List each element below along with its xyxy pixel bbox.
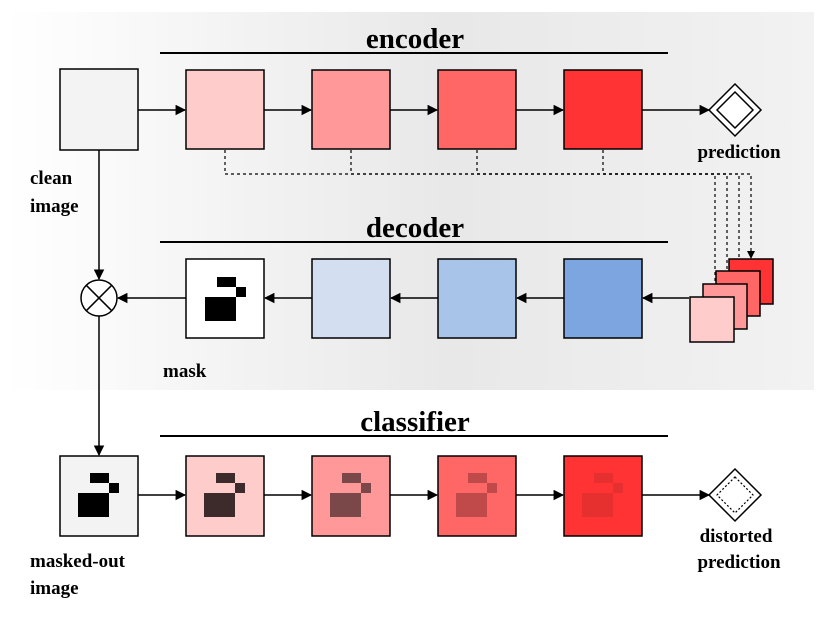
clean-image-block <box>59 68 139 151</box>
encoder-block-1 <box>185 69 265 150</box>
decoder-block-1 <box>563 258 643 339</box>
classifier-block-1 <box>185 455 265 537</box>
classifier-title: classifier <box>360 406 470 438</box>
decoder-block-2 <box>437 258 517 339</box>
double-diamond-icon <box>707 82 763 138</box>
clean-image-label-line1: clean <box>30 168 73 189</box>
clean-image-label-line2: image <box>30 196 79 217</box>
shaded-region <box>6 12 814 390</box>
encoder-block-4 <box>563 69 643 150</box>
circle-times-icon <box>80 279 118 317</box>
classifier-block-4 <box>563 455 643 537</box>
classifier-block-2 <box>311 455 391 537</box>
masked-out-image-block <box>59 455 139 537</box>
decoder-block-3 <box>311 258 391 339</box>
distorted-prediction-label-line1: distorted <box>700 526 773 547</box>
encoder-title: encoder <box>366 23 464 55</box>
masked-out-label-line1: masked-out <box>30 551 126 572</box>
feature-stack <box>689 258 774 343</box>
encoder-block-3 <box>437 69 517 150</box>
classifier-block-3 <box>437 455 517 537</box>
decoder-title: decoder <box>366 212 464 244</box>
mask-label: mask <box>163 361 207 382</box>
masked-out-label-line2: image <box>30 578 79 599</box>
encoder-block-2 <box>311 69 391 150</box>
prediction-label: prediction <box>697 142 780 163</box>
distorted-prediction-label-line2: prediction <box>697 552 780 573</box>
dotted-diamond-icon <box>707 467 763 523</box>
mask-block <box>185 258 265 339</box>
skip-connections <box>224 150 752 295</box>
